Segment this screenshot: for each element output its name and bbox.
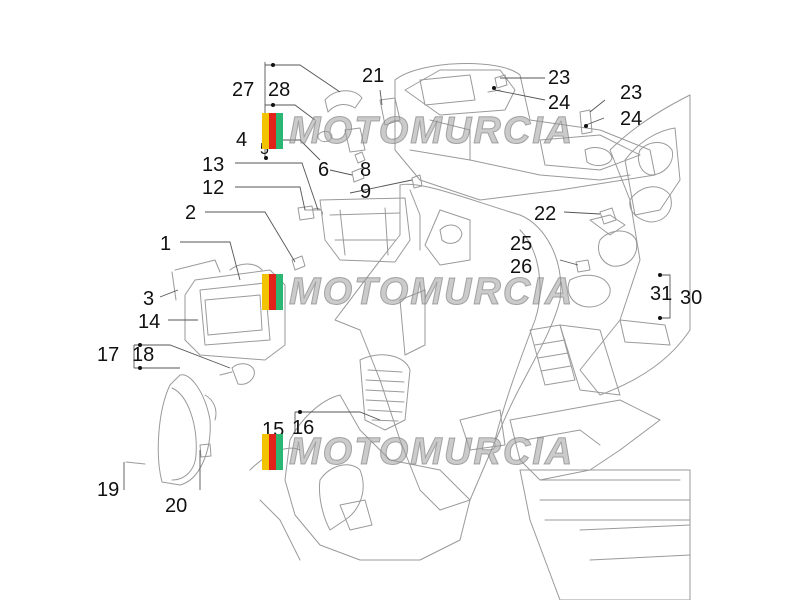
callout-23: 23 <box>620 82 643 104</box>
flag-logo-icon <box>262 113 283 149</box>
callout-3: 3 <box>143 288 155 310</box>
flag-stripe-yellow <box>262 113 269 149</box>
callout-4: 4 <box>236 129 248 151</box>
watermark-middle: MOTOMURCIA <box>262 270 575 313</box>
watermark-text: MOTOMURCIA <box>288 270 575 313</box>
callout-16: 16 <box>292 417 315 439</box>
callout-25: 25 <box>510 233 533 255</box>
callout-17: 17 <box>97 344 120 366</box>
callout-30: 30 <box>680 287 703 309</box>
callout-19: 19 <box>97 479 120 501</box>
flag-logo-icon <box>262 274 283 310</box>
headlight-bracket <box>304 197 411 263</box>
callout-21: 21 <box>362 65 385 87</box>
callout-27: 27 <box>232 79 255 101</box>
watermark-text: MOTOMURCIA <box>288 109 575 152</box>
watermark-top: MOTOMURCIA <box>262 109 575 152</box>
watermark-text: MOTOMURCIA <box>288 430 575 473</box>
callout-31: 31 <box>650 283 673 305</box>
headlight-lens <box>157 363 255 486</box>
flag-stripe-red <box>269 434 276 470</box>
callout-8: 8 <box>360 159 372 181</box>
callout-24: 24 <box>548 92 571 114</box>
callout-5: 5 <box>260 141 269 158</box>
callout-23: 23 <box>548 67 571 89</box>
flag-stripe-green <box>276 113 283 149</box>
callout-14: 14 <box>138 311 161 333</box>
flag-logo-icon <box>262 434 283 470</box>
watermark-bottom: MOTOMURCIA <box>262 430 575 473</box>
callout-2: 2 <box>185 202 197 224</box>
handlebar-cover <box>394 63 656 201</box>
flag-stripe-yellow <box>262 274 269 310</box>
flag-stripe-green <box>276 274 283 310</box>
flag-stripe-red <box>269 274 276 310</box>
small-hardware <box>125 74 617 465</box>
callout-13: 13 <box>202 154 225 176</box>
leader-lines <box>123 62 671 490</box>
callout-20: 20 <box>165 495 188 517</box>
leg-shield-right <box>559 94 691 396</box>
flag-stripe-yellow <box>262 434 269 470</box>
callout-26: 26 <box>510 256 533 278</box>
callout-28: 28 <box>268 79 291 101</box>
callout-9: 9 <box>360 181 372 203</box>
flag-stripe-green <box>276 434 283 470</box>
horn-grille <box>359 354 411 431</box>
flag-stripe-red <box>269 113 276 149</box>
callout-22: 22 <box>534 203 557 225</box>
callout-6: 6 <box>318 159 330 181</box>
callout-12: 12 <box>202 177 225 199</box>
front-shield <box>334 183 562 511</box>
callout-24: 24 <box>620 108 643 130</box>
floor-board <box>509 324 691 600</box>
callout-1: 1 <box>160 233 172 255</box>
callout-18: 18 <box>132 344 155 366</box>
